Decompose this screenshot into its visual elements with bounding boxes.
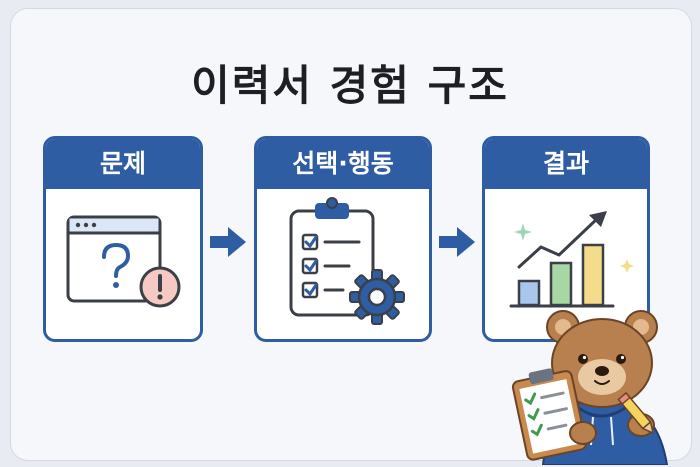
- arrow-right-icon: [210, 227, 246, 257]
- step-card-action: 선택·행동: [254, 136, 432, 342]
- browser-question-warning-icon: [66, 215, 181, 308]
- rising-bar-chart-icon: [509, 211, 634, 308]
- step-label-result: 결과: [485, 139, 647, 189]
- step-label-action: 선택·행동: [257, 139, 429, 189]
- step-card-result: 결과: [482, 136, 650, 342]
- step-card-problem: 문제: [43, 136, 203, 342]
- diagram-title: 이력서 경험 구조: [191, 61, 509, 110]
- arrow-right-icon: [439, 227, 475, 257]
- bear-illustration: [511, 310, 669, 465]
- clipboard-checklist-gear-icon: [289, 197, 405, 325]
- step-label-problem: 문제: [46, 139, 200, 189]
